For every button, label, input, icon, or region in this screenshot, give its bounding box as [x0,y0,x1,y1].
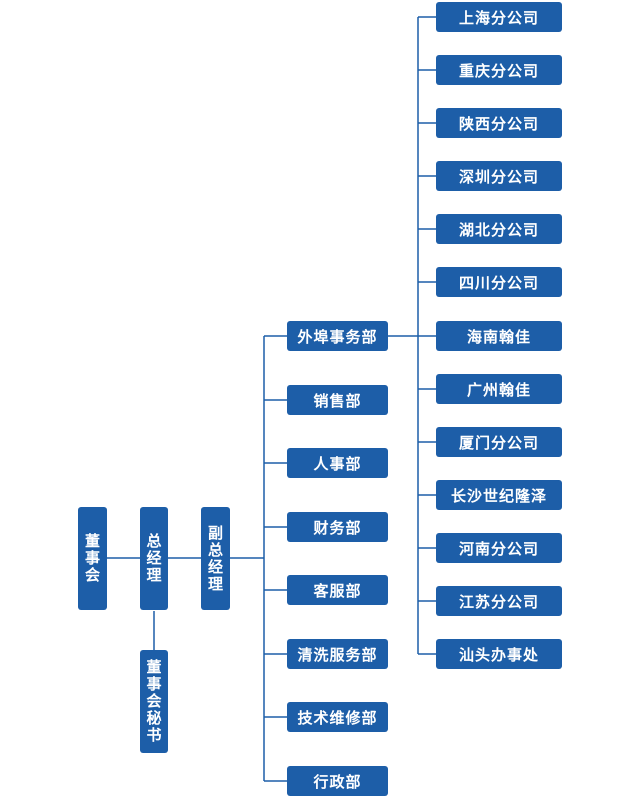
dept-node-tech-maintenance: 技术维修部 [287,702,388,732]
branch-node: 深圳分公司 [436,161,562,191]
branch-node: 陕西分公司 [436,108,562,138]
branch-node: 广州翰佳 [436,374,562,404]
branch-node: 湖北分公司 [436,214,562,244]
board-node: 董事会 [78,507,107,610]
dept-node-hr: 人事部 [287,448,388,478]
branch-node: 厦门分公司 [436,427,562,457]
branch-node: 海南翰佳 [436,321,562,351]
branch-node: 上海分公司 [436,2,562,32]
deputy-general-manager-node: 副总经理 [201,507,230,610]
dept-node-administration: 行政部 [287,766,388,796]
dept-node-sales: 销售部 [287,385,388,415]
dept-node-customer-service: 客服部 [287,575,388,605]
dept-node-external-affairs: 外埠事务部 [287,321,388,351]
branch-node: 重庆分公司 [436,55,562,85]
dept-node-cleaning-service: 清洗服务部 [287,639,388,669]
dept-node-finance: 财务部 [287,512,388,542]
branch-node: 四川分公司 [436,267,562,297]
branch-node: 长沙世纪隆泽 [436,480,562,510]
branch-node: 汕头办事处 [436,639,562,669]
general-manager-node: 总经理 [140,507,168,610]
branch-node: 河南分公司 [436,533,562,563]
branch-node: 江苏分公司 [436,586,562,616]
board-secretary-node: 董事会秘书 [140,650,168,753]
